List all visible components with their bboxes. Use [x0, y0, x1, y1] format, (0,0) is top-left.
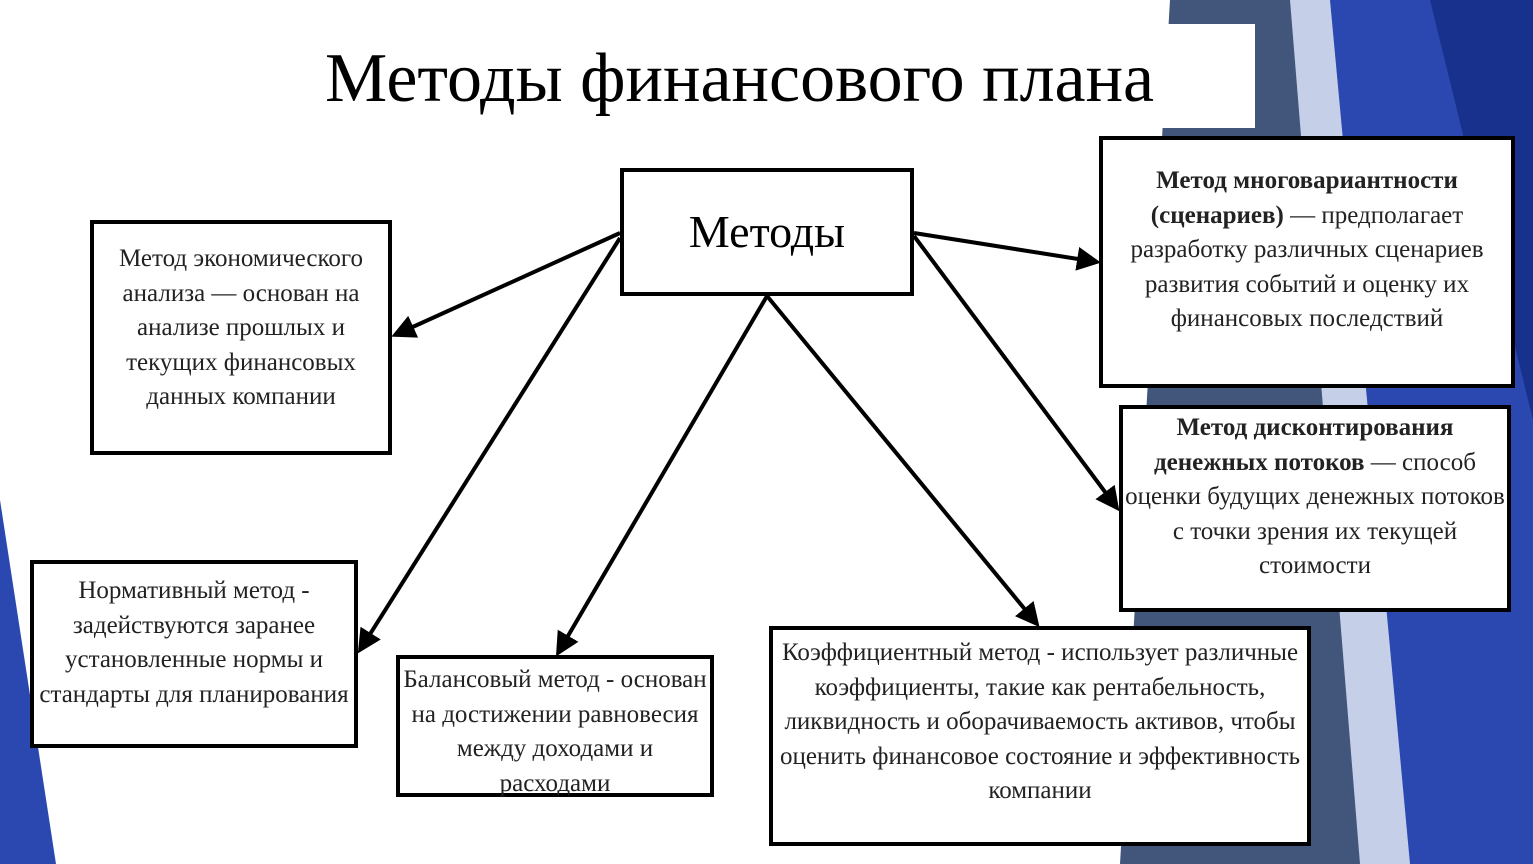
node-balance-method: Балансовый метод - основан на достижении…	[396, 655, 714, 797]
node-economic-analysis: Метод экономического анализа — основан н…	[90, 220, 392, 455]
node-multivariant-method-heading: Метод многовариантности (сценариев)	[1150, 167, 1458, 229]
node-discounting-method: Метод дисконтирования денежных потоков —…	[1119, 405, 1511, 612]
node-discounting-method-text: — способ оценки будущих денежных потоков…	[1125, 448, 1505, 580]
node-multivariant-method-text: — предполагает разработку различных сцен…	[1130, 201, 1484, 333]
title-background	[305, 24, 1255, 128]
node-balance-method-text: Балансовый метод - основан на достижении…	[403, 666, 707, 797]
node-discounting-method-heading: Метод дисконтирования денежных потоков	[1154, 414, 1454, 476]
node-coefficient-method-text: Коэффициентный метод - использует различ…	[779, 639, 1301, 804]
center-node-methods: Методы	[620, 168, 914, 296]
slide-title: Методы финансового плана	[325, 40, 1155, 117]
node-normative-method-text: Нормативный метод - задействуются заране…	[39, 577, 349, 708]
node-coefficient-method: Коэффициентный метод - использует различ…	[769, 626, 1311, 846]
node-normative-method: Нормативный метод - задействуются заране…	[30, 560, 358, 748]
node-economic-analysis-text: Метод экономического анализа — основан н…	[119, 245, 363, 410]
decor-shape-left-blue	[0, 500, 56, 864]
node-multivariant-method: Метод многовариантности (сценариев) — пр…	[1099, 136, 1515, 388]
